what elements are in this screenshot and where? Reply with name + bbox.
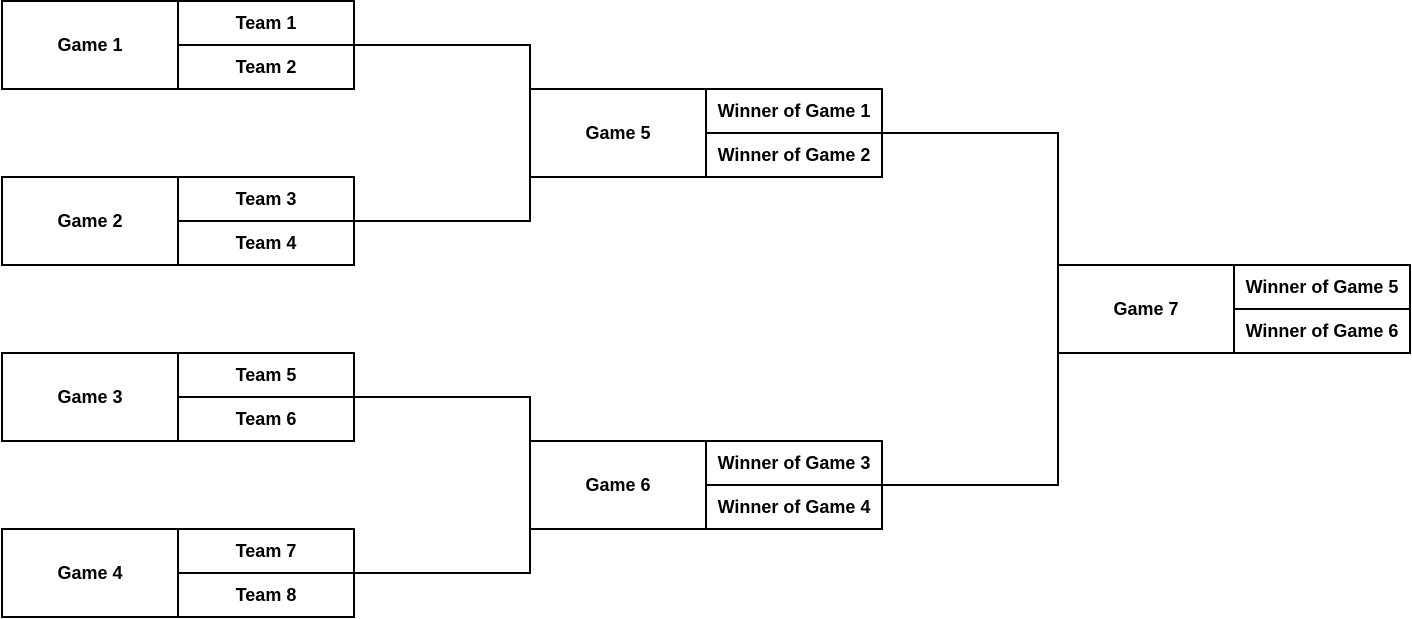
game-5-box: Game 5 Winner of Game 1 Winner of Game 2 bbox=[529, 88, 883, 178]
team-slot-cell bbox=[705, 440, 883, 486]
game-2-box: Game 2 Team 3 Team 4 bbox=[1, 176, 355, 266]
team-slot-label: Team 3 bbox=[236, 189, 297, 209]
team-slot-label: Winner of Game 1 bbox=[718, 101, 871, 121]
team-slot-label: Winner of Game 3 bbox=[718, 453, 871, 473]
game-3-box: Game 3 Team 5 Team 6 bbox=[1, 352, 355, 442]
game-6-box: Game 6 Winner of Game 3 Winner of Game 4 bbox=[529, 440, 883, 530]
game-label: Game 1 bbox=[57, 35, 122, 55]
game-label-cell bbox=[1057, 264, 1235, 354]
game-label-cell bbox=[1, 352, 179, 442]
team-slot-label: Team 2 bbox=[236, 57, 297, 77]
game-label: Game 4 bbox=[57, 563, 122, 583]
game-7-box: Game 7 Winner of Game 5 Winner of Game 6 bbox=[1057, 264, 1411, 354]
team-slot-cell bbox=[177, 396, 355, 442]
team-slot-label: Team 7 bbox=[236, 541, 297, 561]
team-slot-label: Team 5 bbox=[236, 365, 297, 385]
team-slot-cell bbox=[177, 0, 355, 46]
game-4-box: Game 4 Team 7 Team 8 bbox=[1, 528, 355, 618]
team-slot-cell bbox=[177, 572, 355, 618]
team-slot-cell bbox=[177, 220, 355, 266]
team-slot-label: Winner of Game 5 bbox=[1246, 277, 1399, 297]
game-label: Game 7 bbox=[1113, 299, 1178, 319]
game-label-cell bbox=[529, 88, 707, 178]
team-slot-label: Winner of Game 6 bbox=[1246, 321, 1399, 341]
team-slot-cell bbox=[705, 132, 883, 178]
game-label: Game 2 bbox=[57, 211, 122, 231]
game-label: Game 3 bbox=[57, 387, 122, 407]
game-label-cell bbox=[1, 528, 179, 618]
game-label: Game 5 bbox=[585, 123, 650, 143]
game-label: Game 6 bbox=[585, 475, 650, 495]
connector-game3-to-game6 bbox=[354, 396, 531, 574]
team-slot-label: Team 1 bbox=[236, 13, 297, 33]
team-slot-cell bbox=[705, 88, 883, 134]
team-slot-label: Winner of Game 4 bbox=[718, 497, 871, 517]
team-slot-label: Team 6 bbox=[236, 409, 297, 429]
team-slot-label: Team 4 bbox=[236, 233, 297, 253]
team-slot-cell bbox=[177, 44, 355, 90]
team-slot-cell bbox=[177, 352, 355, 398]
team-slot-label: Team 8 bbox=[236, 585, 297, 605]
connector-game1-to-game5 bbox=[354, 44, 531, 222]
game-label-cell bbox=[529, 440, 707, 530]
team-slot-label: Winner of Game 2 bbox=[718, 145, 871, 165]
game-1-box: Game 1 Team 1 Team 2 bbox=[1, 0, 355, 90]
game-label-cell bbox=[1, 0, 179, 90]
connector-game5-to-game7 bbox=[882, 132, 1059, 486]
team-slot-cell bbox=[1233, 264, 1411, 310]
team-slot-cell bbox=[705, 484, 883, 530]
team-slot-cell bbox=[1233, 308, 1411, 354]
team-slot-cell bbox=[177, 528, 355, 574]
